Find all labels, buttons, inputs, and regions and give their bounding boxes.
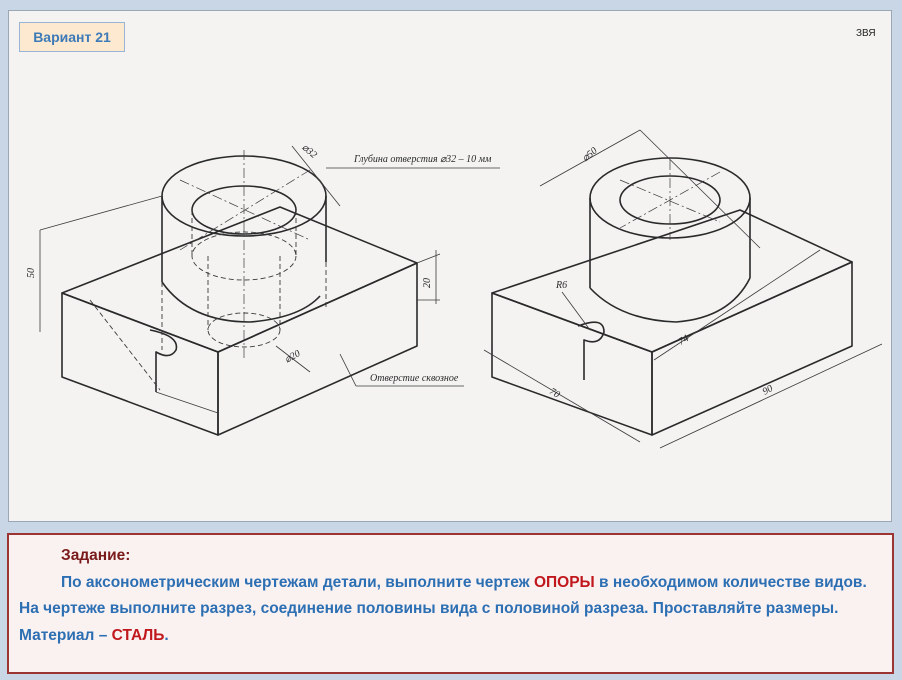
- left-dim-diameter-bottom: ⌀20: [283, 348, 302, 365]
- right-part: ⌀50 R6 74 70 90: [483, 129, 883, 449]
- task-text: По аксонометрическим чертежам детали, вы…: [19, 573, 867, 644]
- material-name: СТАЛЬ: [111, 626, 165, 644]
- author-stamp: ЗВЯ: [856, 28, 876, 39]
- right-dim-length-inner: 74: [677, 333, 691, 348]
- left-note-depth: Глубина отверстия ⌀32 – 10 мм: [353, 154, 492, 165]
- right-base-front: [491, 292, 653, 436]
- left-dim-height-total: 50: [26, 268, 37, 278]
- right-dim-length: 90: [761, 383, 775, 398]
- variant-label: Вариант 21: [19, 22, 125, 52]
- right-base-top: [491, 209, 853, 353]
- left-dim-height-base: 20: [422, 278, 433, 288]
- right-dim-diameter-outer: ⌀50: [580, 145, 599, 164]
- part-name: ОПОРЫ: [533, 573, 595, 591]
- left-dim-diameter-top: ⌀32: [299, 142, 318, 161]
- left-part: 50 20 ⌀32 Глубина отверстия ⌀32 – 10 мм …: [26, 142, 500, 436]
- right-base-right: [651, 261, 853, 436]
- right-slot: [577, 321, 605, 380]
- task-panel: Задание: По аксонометрическим чертежам д…: [7, 533, 894, 674]
- axonometric-drawing: 50 20 ⌀32 Глубина отверстия ⌀32 – 10 мм …: [26, 129, 883, 449]
- right-dim-radius: R6: [555, 280, 567, 291]
- left-slot: [149, 329, 178, 392]
- left-note-through: Отверстие сквозное: [370, 373, 459, 384]
- task-title: Задание:: [61, 547, 131, 564]
- left-base-right: [217, 262, 418, 436]
- right-dim-width: 70: [547, 386, 561, 401]
- drawing-sheet: [8, 10, 892, 522]
